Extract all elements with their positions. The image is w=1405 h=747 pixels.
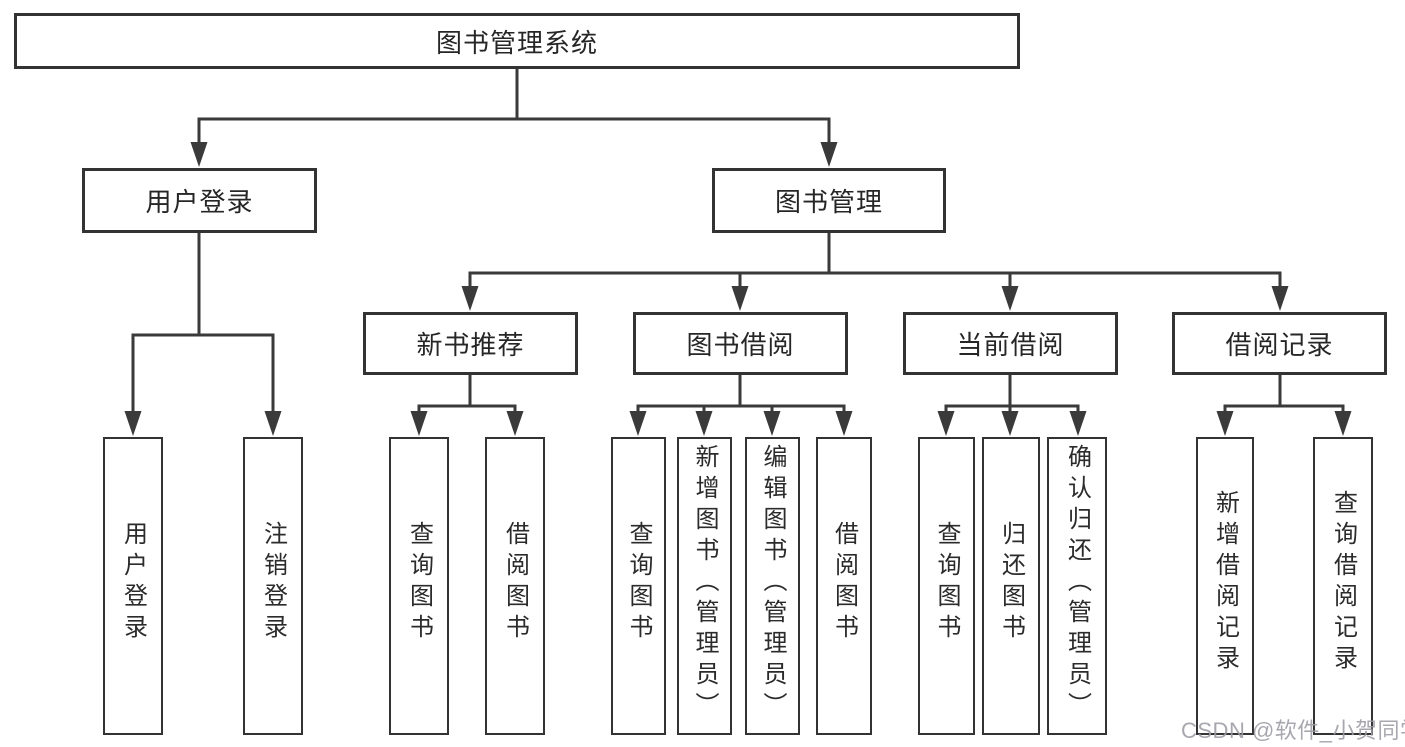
arrow-down-icon [264, 411, 282, 436]
arrow-down-icon [1216, 411, 1234, 436]
arrow-down-icon [1001, 411, 1019, 436]
leaf-query-borrow-record: 查询借阅记录 [1313, 437, 1373, 735]
leaf-label: 查询图书 [405, 521, 433, 645]
connector-bookborrow-bus [636, 404, 846, 424]
connector-userlogin-bus [131, 333, 275, 424]
arrow-down-icon [820, 142, 838, 167]
leaf-return-book: 归还图书 [982, 437, 1040, 735]
arrow-down-icon [190, 142, 208, 167]
connector-l3-bus [468, 271, 1282, 294]
leaf-user-login: 用户登录 [103, 437, 163, 735]
arrow-down-icon [695, 411, 713, 436]
leaf-label: 查询图书 [625, 521, 652, 645]
leaf-logout: 注销登录 [243, 437, 303, 735]
arrow-down-icon [1069, 411, 1087, 436]
leaf-label: 确认归还（管理员） [1063, 443, 1091, 723]
leaf-borrow-books-recommend: 借阅图书 [485, 437, 545, 735]
node-current-borrow: 当前借阅 [903, 312, 1118, 375]
node-label: 用户登录 [145, 187, 254, 217]
leaf-query-books-borrow: 查询图书 [611, 437, 666, 735]
arrow-down-icon [1271, 286, 1289, 311]
node-label: 新书推荐 [416, 330, 525, 360]
leaf-label: 借阅图书 [501, 521, 529, 645]
arrow-down-icon [1334, 411, 1352, 436]
arrow-down-icons [124, 142, 1352, 436]
node-borrow-records: 借阅记录 [1172, 312, 1387, 375]
node-label: 当前借阅 [956, 330, 1065, 360]
leaf-confirm-return-admin: 确认归还（管理员） [1047, 437, 1107, 735]
arrow-down-icon [629, 411, 647, 436]
node-user-login: 用户登录 [82, 168, 317, 233]
leaf-label: 查询借阅记录 [1329, 490, 1357, 676]
leaf-borrow-book: 借阅图书 [816, 437, 872, 735]
connector-l2-bus [197, 117, 831, 150]
csdn-watermark: CSDN @软件_小贺同学 [1181, 718, 1405, 743]
node-label: 借阅记录 [1225, 330, 1334, 360]
leaf-edit-book-admin: 编辑图书（管理员） [745, 437, 800, 735]
node-label: 图书借阅 [686, 330, 795, 360]
arrow-down-icon [763, 411, 781, 436]
node-book-management: 图书管理 [712, 168, 946, 233]
connector-borrowrecord-bus [1223, 404, 1345, 424]
node-label: 图书管理 [774, 187, 883, 217]
arrow-down-icon [461, 286, 479, 311]
node-new-book-recommend: 新书推荐 [363, 312, 578, 375]
node-book-borrow: 图书借阅 [633, 312, 848, 375]
leaf-label: 编辑图书（管理员） [759, 443, 786, 723]
node-root-library-system: 图书管理系统 [14, 13, 1020, 69]
leaf-label: 新增借阅记录 [1211, 490, 1239, 676]
leaf-label: 注销登录 [259, 521, 287, 645]
node-label: 图书管理系统 [435, 27, 598, 58]
arrow-down-icon [124, 411, 142, 436]
arrow-down-icon [1001, 286, 1019, 311]
leaf-add-book-admin: 新增图书（管理员） [677, 437, 732, 735]
arrow-down-icon [835, 411, 853, 436]
arrow-down-icon [410, 411, 428, 436]
arrow-down-icon [937, 411, 955, 436]
arrow-down-icon [506, 411, 524, 436]
leaf-label: 新增图书（管理员） [691, 443, 718, 723]
leaf-label: 归还图书 [997, 521, 1025, 645]
leaf-query-books-current: 查询图书 [918, 437, 975, 735]
arrow-down-icon [731, 286, 749, 311]
leaf-label: 借阅图书 [830, 521, 858, 645]
connector-newbook-bus [417, 404, 517, 424]
leaf-query-books-recommend: 查询图书 [389, 437, 449, 735]
leaf-add-borrow-record: 新增借阅记录 [1196, 437, 1254, 735]
leaf-label: 用户登录 [119, 521, 147, 645]
leaf-label: 查询图书 [933, 521, 960, 645]
